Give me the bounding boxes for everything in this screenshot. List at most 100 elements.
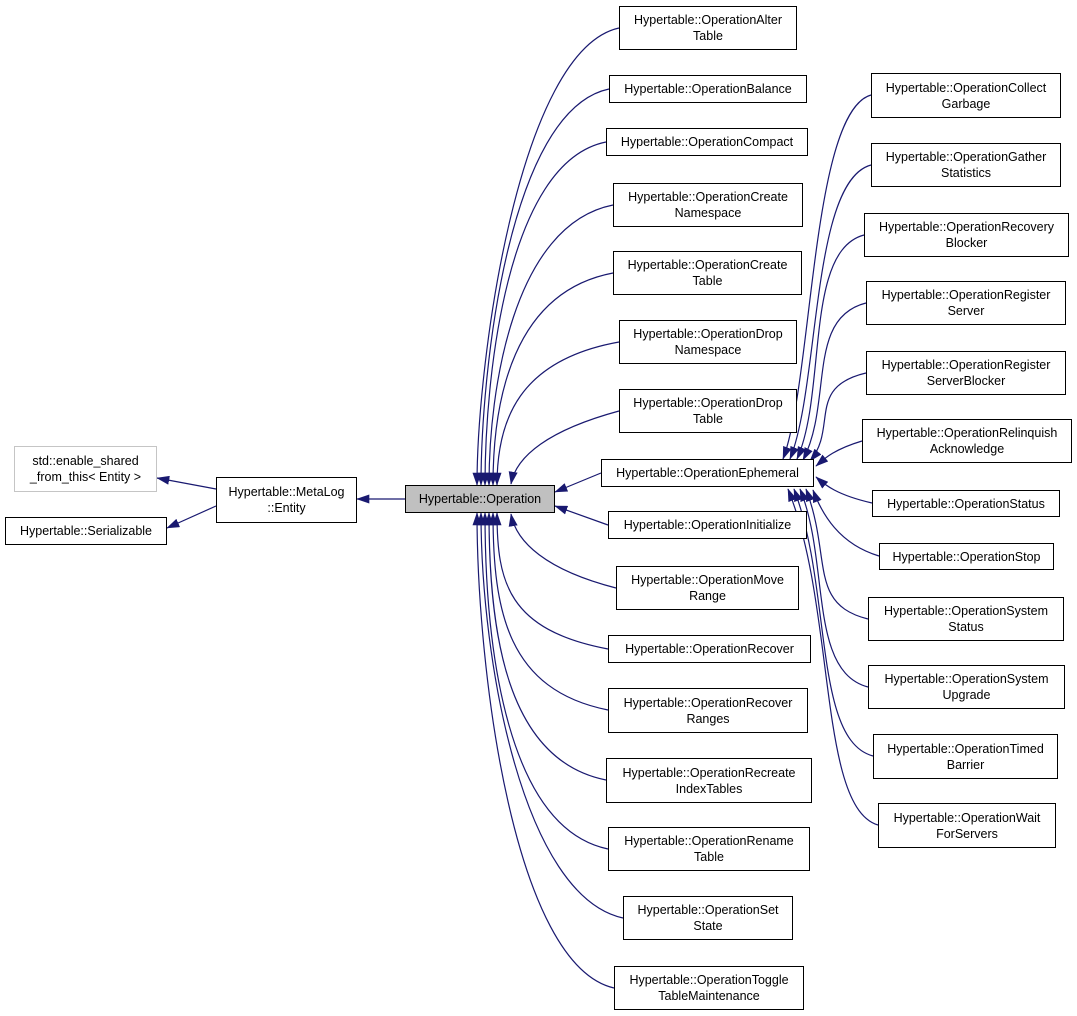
node-operation-rename-table[interactable]: Hypertable::OperationRename Table (608, 827, 810, 871)
class-label-line: Hypertable::OperationRecreate (622, 765, 796, 780)
class-label-line: Garbage (941, 96, 991, 111)
edge-create-table (488, 272, 614, 486)
class-label-line: Hypertable::MetaLog (228, 485, 345, 499)
class-label-line: Hypertable::OperationCreate (628, 190, 788, 204)
class-label-line: Table (693, 412, 723, 426)
class-label-line: Hypertable::OperationRecover (623, 695, 793, 710)
class-label-line: Hypertable::OperationRegister (881, 288, 1051, 302)
class-label-line: Upgrade (942, 688, 991, 702)
node-operation-collect-garbage[interactable]: Hypertable::OperationCollect Garbage (871, 73, 1061, 118)
class-label-line: std::enable_shared (32, 454, 139, 468)
class-label-line: IndexTables (675, 781, 743, 796)
node-operation-stop[interactable]: Hypertable::OperationStop (879, 543, 1054, 570)
class-label-line: Hypertable::OperationTimed (887, 741, 1044, 756)
edge-register-server (802, 302, 867, 461)
class-label-line: _from_this< Entity > (29, 470, 142, 484)
node-operation-recover-ranges[interactable]: Hypertable::OperationRecover Ranges (608, 688, 808, 733)
node-hypertable-operation-current: Hypertable::Operation (405, 485, 555, 513)
class-label-line: Hypertable::OperationMove (631, 573, 784, 587)
class-label-line: Hypertable::OperationRename (624, 834, 794, 848)
node-operation-register-server-blocker[interactable]: Hypertable::OperationRegister ServerBloc… (866, 351, 1066, 395)
edge-relinquish-acknowledge (815, 440, 863, 467)
edge-alter-table (472, 27, 620, 486)
class-label-line: Hypertable::OperationStop (892, 549, 1041, 564)
node-operation-toggle-table-maintenance[interactable]: Hypertable::OperationToggle TableMainten… (614, 966, 804, 1010)
base-chain-edges (156, 475, 405, 529)
class-label-line: Hypertable::OperationRegister (881, 358, 1051, 372)
class-label-line: Hypertable::OperationSystem (884, 672, 1049, 686)
class-label-line: Table (693, 29, 723, 43)
class-label-line: Hypertable::OperationCreate (627, 258, 788, 272)
class-label-line: Range (689, 589, 726, 603)
class-label-line: Hypertable::Operation (418, 492, 542, 506)
node-operation-balance[interactable]: Hypertable::OperationBalance (609, 75, 807, 103)
node-operation-system-status[interactable]: Hypertable::OperationSystem Status (868, 597, 1064, 641)
node-operation-create-table[interactable]: Hypertable::OperationCreate Table (613, 251, 802, 295)
edge-set-state (476, 512, 624, 919)
class-label-line: Hypertable::OperationRecover (625, 642, 794, 656)
node-operation-compact[interactable]: Hypertable::OperationCompact (606, 128, 808, 156)
class-label-line: Table (692, 274, 723, 288)
edge-recovery-blocker (796, 234, 865, 460)
class-label-line: Hypertable::OperationRecovery (878, 220, 1055, 234)
class-label-line: Namespace (674, 343, 742, 357)
edge-metalog-entity-to-enable-shared (156, 475, 217, 490)
node-operation-status[interactable]: Hypertable::OperationStatus (872, 490, 1060, 517)
node-hypertable-metalog-entity[interactable]: Hypertable::MetaLog ::Entity (216, 477, 357, 523)
node-operation-drop-namespace[interactable]: Hypertable::OperationDrop Namespace (619, 320, 797, 364)
edge-stop (812, 489, 880, 557)
node-operation-alter-table[interactable]: Hypertable::OperationAlter Table (619, 6, 797, 50)
node-operation-system-upgrade[interactable]: Hypertable::OperationSystem Upgrade (868, 665, 1065, 709)
node-operation-recover[interactable]: Hypertable::OperationRecover (608, 635, 811, 663)
node-operation-ephemeral[interactable]: Hypertable::OperationEphemeral (601, 459, 814, 487)
class-label-line: Hypertable::OperationRelinquish (876, 426, 1058, 440)
node-operation-relinquish-acknowledge[interactable]: Hypertable::OperationRelinquish Acknowle… (862, 419, 1072, 463)
class-label-line: Hypertable::OperationAlter (634, 13, 782, 27)
node-operation-wait-for-servers[interactable]: Hypertable::OperationWait ForServers (878, 803, 1056, 848)
class-label-line: ServerBlocker (926, 374, 1006, 388)
edge-move-range (508, 513, 617, 589)
class-label-line: State (693, 919, 723, 933)
edge-status (815, 476, 873, 504)
class-label-line: Hypertable::Serializable (19, 524, 152, 538)
node-operation-recovery-blocker[interactable]: Hypertable::OperationRecovery Blocker (864, 213, 1069, 257)
edge-rename-table (480, 512, 609, 850)
class-label-line: Status (948, 620, 984, 634)
node-operation-register-server[interactable]: Hypertable::OperationRegister Server (866, 281, 1066, 325)
edge-wait-for-servers (787, 488, 879, 826)
edge-balance (476, 88, 610, 486)
edge-recover (492, 512, 609, 650)
node-std-enable-shared-from-this: std::enable_shared _from_this< Entity > (14, 446, 157, 492)
class-label-line: Hypertable::OperationWait (893, 810, 1041, 825)
class-label-line: Hypertable::OperationToggle (629, 973, 789, 987)
edge-create-namespace (484, 204, 614, 486)
class-label-line: Hypertable::OperationEphemeral (616, 466, 799, 480)
class-label-line: Namespace (674, 206, 742, 220)
edge-drop-table (508, 410, 620, 485)
class-label-line: Statistics (940, 166, 991, 180)
node-operation-move-range[interactable]: Hypertable::OperationMove Range (616, 566, 799, 610)
class-label-line: Hypertable::OperationInitialize (623, 518, 792, 532)
edge-gather-statistics (789, 164, 872, 460)
edge-recreate-index-tables (484, 512, 607, 781)
node-operation-gather-statistics[interactable]: Hypertable::OperationGather Statistics (871, 143, 1061, 187)
node-operation-drop-table[interactable]: Hypertable::OperationDrop Table (619, 389, 797, 433)
class-label-line: Hypertable::OperationStatus (887, 496, 1045, 511)
class-label-line: ForServers (936, 826, 998, 841)
edge-initialize (554, 505, 609, 526)
node-hypertable-serializable[interactable]: Hypertable::Serializable (5, 517, 167, 545)
class-label-line: Barrier (946, 757, 985, 772)
class-label-line: Hypertable::OperationCollect (885, 80, 1047, 95)
node-operation-initialize[interactable]: Hypertable::OperationInitialize (608, 511, 807, 539)
class-label-line: Hypertable::OperationSystem (884, 604, 1048, 618)
edge-ephemeral (554, 472, 602, 493)
class-label-line: TableMaintenance (658, 989, 760, 1003)
edge-metalog-entity-to-serializable (166, 505, 217, 529)
node-operation-recreate-index-tables[interactable]: Hypertable::OperationRecreate IndexTable… (606, 758, 812, 803)
node-operation-create-namespace[interactable]: Hypertable::OperationCreate Namespace (613, 183, 803, 227)
node-operation-timed-barrier[interactable]: Hypertable::OperationTimed Barrier (873, 734, 1058, 779)
node-operation-set-state[interactable]: Hypertable::OperationSet State (623, 896, 793, 940)
edge-drop-namespace (492, 341, 620, 486)
